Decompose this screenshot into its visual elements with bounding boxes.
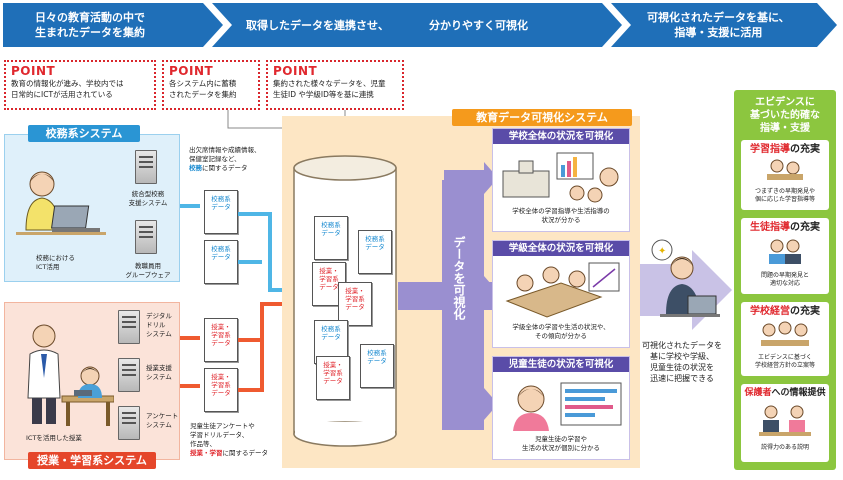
- db-data-doc: 校務系 データ: [360, 344, 394, 388]
- svg-text:✦: ✦: [658, 246, 666, 257]
- database-cylinder: [293, 155, 397, 447]
- banner-step-2b-text: 分かりやすく可視化: [429, 18, 528, 32]
- visualize-arrow: [398, 180, 498, 430]
- learning-server-label: 授業支援 システム: [146, 364, 172, 381]
- management-illustration: [761, 321, 809, 346]
- banner-step-3: 可視化されたデータを基に、 指導・支援に活用: [611, 3, 837, 47]
- vis-card-heading: 児童生徒の状況を可視化: [493, 357, 629, 372]
- server-icon: [135, 150, 157, 184]
- point-text: 各システム内に蓄積 されたデータを集約: [169, 79, 237, 99]
- admin-server-label: 統合型校務 支援システム: [128, 190, 168, 207]
- evidence-card-desc: 説得力のある説明: [760, 444, 809, 451]
- server-icon: [135, 220, 157, 254]
- evidence-card-heading: 学校経営の充実: [741, 305, 829, 318]
- point-box-2: POINT 各システム内に蓄積 されたデータを集約: [162, 60, 260, 110]
- server-icon: [118, 358, 140, 392]
- evidence-card-desc: エビデンスに基づく 学校経営方針の立案等: [754, 354, 815, 369]
- learning-data-note-tail: に関するデータ: [222, 449, 269, 457]
- banner-step-2-text: 取得したデータを連携させ、: [246, 18, 389, 32]
- teacher-illustration: ✦: [651, 239, 720, 317]
- vis-card-heading: 学級全体の状況を可視化: [493, 241, 629, 256]
- evidence-card-heading-em: 保護者: [744, 388, 772, 398]
- admin-data-doc: 校務系 データ: [204, 190, 238, 234]
- admin-person-caption: 校務における ICT活用: [36, 254, 75, 271]
- vis-card-desc: 学校全体の学習指導や生活指導の 状況が分かる: [512, 207, 610, 224]
- db-data-doc: 校務系 データ: [314, 216, 348, 260]
- point-text: 集約された様々なデータを、児童 生徒ID や学級ID等を基に連携: [273, 79, 386, 99]
- admin-person-illustration: [16, 171, 106, 235]
- admin-server-label: 教職員用 グループウェア: [125, 262, 171, 279]
- vis-card-class: 学級全体の状況を可視化 学級全体の学習や生活の状況や、 その傾向が分かる: [492, 240, 630, 348]
- evidence-card-desc: つまずきの早期発見や 個に応じた学習指導等: [754, 188, 815, 203]
- learning-server-label: アンケート システム: [146, 412, 179, 429]
- student-illustration: [513, 382, 622, 431]
- db-data-doc: 校務系 データ: [358, 230, 392, 274]
- banner-step-1-text: 日々の教育活動の中で 生まれたデータを集約: [35, 11, 145, 39]
- point-heading: POINT: [11, 64, 56, 78]
- server-icon: [118, 310, 140, 344]
- evidence-card-learning: 学習指導の充実 つまずきの早期発見や 個に応じた学習指導等: [741, 140, 829, 210]
- vis-card-desc: 学級全体の学習や生活の状況や、 その傾向が分かる: [512, 323, 610, 340]
- student-guidance-illustration: [769, 239, 801, 264]
- visualize-arrow-label: データを可視化: [452, 236, 466, 320]
- teacher-note: 可視化されたデータを 基に学校や学級、 児童生徒の状況を 迅速に把握できる: [642, 341, 722, 383]
- evidence-card-student: 生徒指導の充実 問題の早期発見と 適切な対応: [741, 218, 829, 294]
- class-illustration: [505, 262, 620, 318]
- learning-server-label: デジタル ドリル システム: [146, 312, 172, 338]
- learning-person-illustration: [27, 324, 114, 426]
- admin-data-note-tail: に関するデータ: [202, 164, 248, 172]
- learning-guidance-illustration: [767, 159, 803, 180]
- admin-data-note: 出欠席情報や成績情報、 保健室記録など、 校務に関するデータ: [189, 146, 299, 173]
- admin-data-note-em: 校務: [189, 164, 202, 172]
- point-box-3: POINT 集約された様々なデータを、児童 生徒ID や学級ID等を基に連携: [266, 60, 404, 110]
- admin-data-note-text: 出欠席情報や成績情報、 保健室記録など、: [189, 146, 261, 163]
- evidence-card-heading: 生徒指導の充実: [741, 221, 829, 234]
- point-heading: POINT: [169, 64, 214, 78]
- point-heading: POINT: [273, 64, 318, 78]
- learning-data-note-text: 児童生徒アンケートや 学習ドリルデータ、 作品等、: [190, 422, 255, 448]
- evidence-card-management: 学校経営の充実 エビデンスに基づく 学校経営方針の立案等: [741, 302, 829, 376]
- evidence-card-desc: 問題の早期発見と 適切な対応: [760, 272, 809, 287]
- evidence-title: エビデンスに 基づいた的確な 指導・支援: [750, 97, 820, 134]
- server-icon: [118, 406, 140, 440]
- db-data-doc: 授業・ 学習系 データ: [316, 356, 350, 400]
- branch-arrows: [444, 162, 498, 420]
- evidence-card-heading: 学習指導の充実: [741, 143, 829, 156]
- school-illustration: [502, 152, 619, 203]
- evidence-card-heading-em: 学校経営: [750, 306, 790, 317]
- banner-step-3-text: 可視化されたデータを基に、 指導・支援に活用: [647, 11, 790, 39]
- vis-card-heading: 学校全体の状況を可視化: [493, 129, 629, 144]
- learning-data-doc: 授業・ 学習系 データ: [204, 318, 238, 362]
- vis-card-student: 児童生徒の状況を可視化 児童生徒の学習や 生活の状況が個別に分かる: [492, 356, 630, 460]
- vis-card-desc: 児童生徒の学習や 生活の状況が個別に分かる: [522, 435, 600, 452]
- parents-illustration: [759, 405, 811, 436]
- admin-system-title: 校務系システム: [28, 125, 140, 142]
- banner-step-2: 取得したデータを連携させ、 分かりやすく可視化: [212, 3, 622, 47]
- evidence-card-heading-tail: への情報提供: [771, 388, 826, 398]
- point-text: 教育の情報化が進み、学校内では 日常的にICTが活用されている: [11, 79, 124, 99]
- evidence-card-parents: 保護者への情報提供 説得力のある説明: [741, 384, 829, 462]
- db-data-doc: 授業・ 学習系 データ: [338, 282, 372, 326]
- evidence-card-heading-tail: の充実: [790, 144, 820, 155]
- evidence-card-heading: 保護者への情報提供: [741, 387, 829, 400]
- evidence-card-heading-tail: の充実: [790, 222, 820, 233]
- evidence-card-heading-tail: の充実: [790, 306, 820, 317]
- vis-card-school: 学校全体の状況を可視化 学校全体の学習指導や生活指導の 状況が分かる: [492, 128, 630, 232]
- learning-person-caption: ICTを活用した授業: [26, 434, 82, 442]
- evidence-card-heading-em: 学習指導: [750, 144, 790, 155]
- banner-step-1: 日々の教育活動の中で 生まれたデータを集約: [3, 3, 223, 47]
- visualization-system-title: 教育データ可視化システム: [452, 109, 632, 126]
- point-box-1: POINT 教育の情報化が進み、学校内では 日常的にICTが活用されている: [4, 60, 156, 110]
- learning-system-title: 授業・学習系システム: [28, 452, 156, 469]
- evidence-card-heading-em: 生徒指導: [750, 222, 790, 233]
- learning-data-doc: 授業・ 学習系 データ: [204, 368, 238, 412]
- learning-data-note-em: 授業・学習: [190, 449, 223, 457]
- learning-data-note: 児童生徒アンケートや 学習ドリルデータ、 作品等、 授業・学習に関するデータ: [190, 422, 290, 458]
- admin-data-doc: 校務系 データ: [204, 240, 238, 284]
